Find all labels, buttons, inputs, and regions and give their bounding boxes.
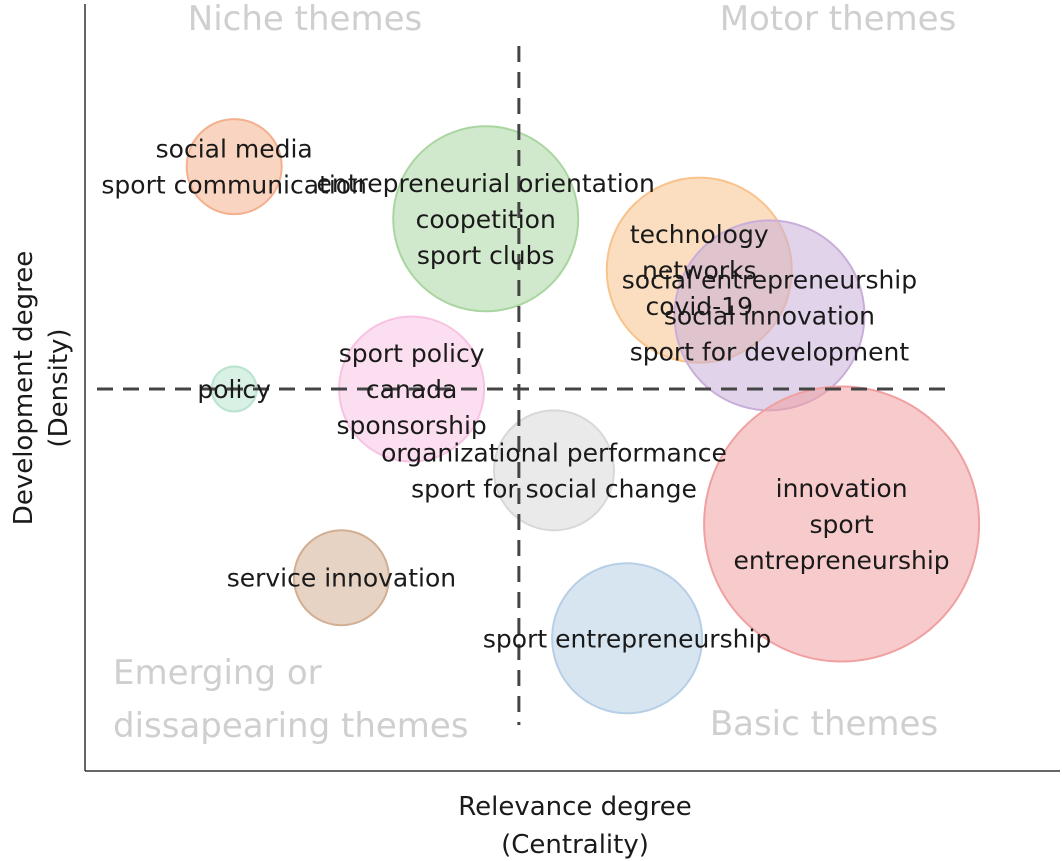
theme-bubble: [703, 385, 981, 663]
bubble-label: canada: [366, 375, 457, 404]
bubble-label: entrepreneurship: [734, 546, 950, 575]
quadrant-title-emerging-line1: Emerging or: [113, 653, 322, 693]
quadrant-title-motor: Motor themes: [720, 0, 957, 39]
bubble-label: social media: [156, 135, 313, 164]
quadrant-title-basic: Basic themes: [710, 704, 938, 744]
quadrant-title-niche: Niche themes: [188, 0, 422, 39]
bubble-label: networks: [642, 256, 757, 285]
bubble-label: sport policy: [339, 339, 485, 368]
quadrant-dividers: [97, 46, 948, 725]
bubble-label: organizational performance: [381, 438, 727, 467]
bubble-label: sport communication: [101, 171, 367, 200]
bubble-label: social entrepreneurship: [622, 265, 917, 294]
bubble-label: service innovation: [227, 564, 456, 593]
bubble-label: sport entrepreneurship: [483, 624, 771, 653]
theme-bubble: [292, 529, 390, 627]
x-axis-title-line1: Relevance degree: [458, 792, 692, 822]
quadrant-title-emerging-line2: dissapearing themes: [113, 706, 469, 746]
bubble-label: sport clubs: [417, 241, 555, 270]
axis-titles: Relevance degree (Centrality) Developmen…: [9, 251, 692, 860]
bubble-label: policy: [197, 375, 271, 404]
theme-bubble: [392, 125, 580, 313]
y-axis-title-line1: Development degree: [9, 251, 39, 525]
bubble-label: covid-19: [646, 292, 753, 321]
theme-bubble: [185, 118, 283, 216]
y-axis-title-line2: (Density): [44, 328, 74, 447]
bubble-layer: [185, 118, 981, 715]
theme-bubble: [551, 562, 704, 715]
bubble-label: sponsorship: [336, 411, 486, 440]
quadrant-titles: Niche themes Motor themes Emerging or di…: [113, 0, 956, 746]
theme-bubble: [492, 409, 615, 532]
bubble-label: social innovation: [664, 301, 875, 330]
axes: [84, 4, 1060, 772]
bubble-label: coopetition: [416, 205, 556, 234]
bubble-label: entrepreneurial orientation: [317, 169, 655, 198]
x-axis-title-line2: (Centrality): [501, 830, 649, 860]
bubble-label: sport for social change: [411, 474, 697, 503]
bubble-label: sport for development: [630, 337, 910, 366]
bubble-label: sport: [809, 510, 873, 539]
bubble-label: technology: [630, 220, 769, 249]
bubble-label: innovation: [776, 474, 908, 503]
